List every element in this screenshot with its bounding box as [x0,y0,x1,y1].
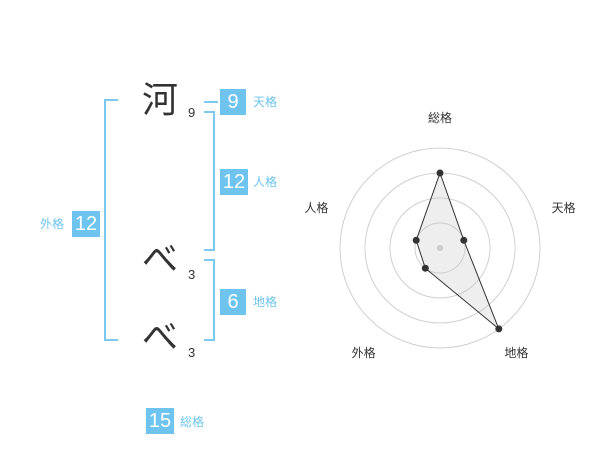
radar-grid-ring [389,197,491,299]
stroke-count-3: 3 [188,345,196,360]
gaikaku-bracket-vertical [104,99,106,341]
radar-grid-ring [339,147,541,349]
name-char-2: べ [142,239,179,280]
radar-series-area [415,171,500,330]
chikaku-bracket-bottom [204,339,215,341]
soukaku-label: 総格 [180,415,205,429]
radar-grid-ring [414,222,466,274]
name-char-3: べ [142,317,179,358]
radar-point-3 [495,325,503,333]
stroke-count-1: 9 [188,105,196,120]
stroke-count-2: 3 [188,267,196,282]
radar-point-1 [436,169,444,177]
gaikaku-bracket-top [104,99,118,101]
soukaku-value-box: 15 [146,408,174,434]
jinkaku-value-box: 12 [220,169,248,195]
radar-point-2 [460,236,468,244]
radar-axis-label-1: 総格 [428,110,452,125]
radar-axis-label-5: 人格 [304,200,328,215]
chikaku-bracket-vertical [213,259,215,341]
jinkaku-bracket-vertical [213,111,215,251]
gaikaku-label: 外格 [40,217,65,231]
jinkaku-label: 人格 [253,175,278,189]
chikaku-bracket-top [204,259,215,261]
chikaku-value-box: 6 [220,289,246,315]
gaikaku-bracket-bottom [104,339,118,341]
gaikaku-value-box: 12 [72,211,100,237]
radar-point-5 [412,236,420,244]
jinkaku-bracket-bottom [204,249,215,251]
radar-axis-label-3: 地格 [504,345,528,360]
radar-axis-label-4: 外格 [352,345,376,360]
jinkaku-bracket-top [204,111,215,113]
tenkaku-connector [204,101,218,103]
radar-axis-label-2: 天格 [552,200,576,215]
name-char-1: 河 [142,80,179,121]
radar-point-4 [421,264,429,272]
radar-center-dot [437,245,443,251]
tenkaku-label: 天格 [253,95,278,109]
tenkaku-value-box: 9 [220,89,246,115]
chikaku-label: 地格 [253,295,278,309]
